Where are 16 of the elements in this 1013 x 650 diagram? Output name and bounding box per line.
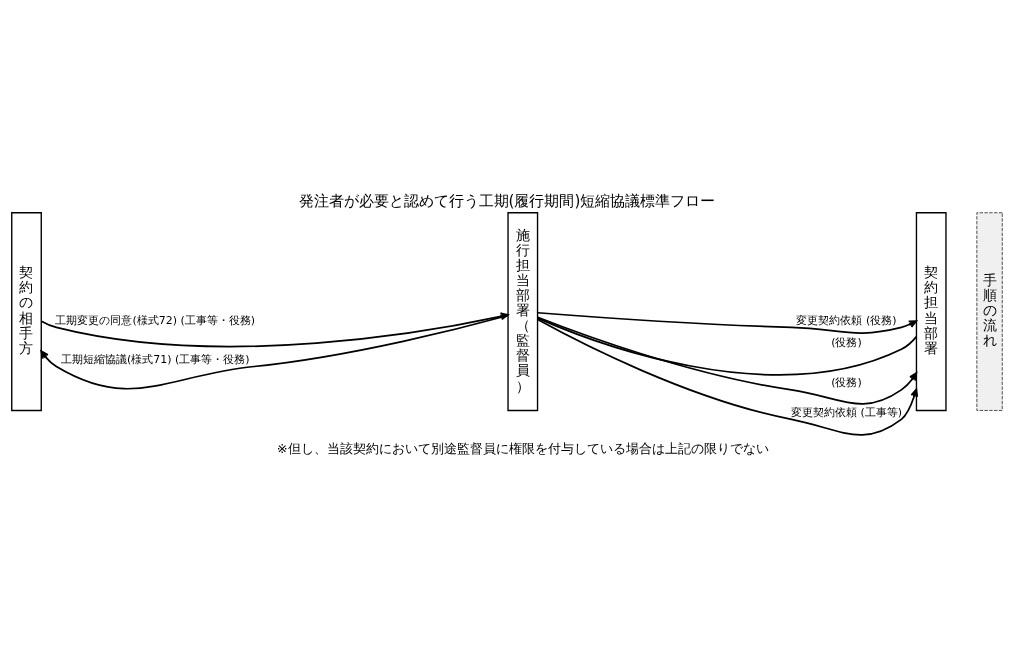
node-box: 契約担当部署 [915, 211, 947, 411]
edge-label: 変更契約依頼 (工事等) [790, 405, 902, 419]
diagram-title: 発注者が必要と認めて行う工期(履行期間)短縮協議標準フロー [298, 191, 715, 210]
connector [536, 316, 917, 375]
arrow [536, 318, 918, 436]
label: 手順の流れ [982, 271, 997, 348]
label: ※但し、当該契約において別途監督員に権限を付与している場合は上記の限りでない [276, 440, 769, 456]
arrow [536, 315, 917, 405]
arrow [536, 311, 917, 334]
edge-label: 工期変更の同意(様式72) (工事等・役務) [54, 313, 255, 327]
node-box: 契約の相手方 [10, 211, 42, 411]
edge-label: (役務) [830, 335, 862, 349]
edge-label: 変更契約依頼 (役務) [795, 313, 896, 327]
edge-label: (役務) [830, 375, 862, 389]
edge-label: 工期短縮協議(様式71) (工事等・役務) [60, 352, 249, 366]
node-box: 施行担当部署（監督員） [506, 211, 538, 411]
